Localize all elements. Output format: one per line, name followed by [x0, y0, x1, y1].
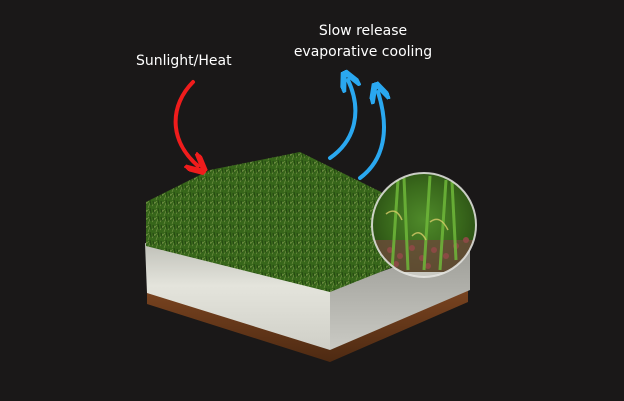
soil-layer: [147, 288, 468, 362]
cooling-arrow-left: [328, 80, 355, 160]
heat-arrow: [173, 80, 198, 166]
evaporative-cooling-label: Slow release evaporative cooling: [293, 21, 433, 63]
cooling-arrow-right: [358, 92, 384, 180]
cooling-label-line1: Slow release: [318, 23, 408, 39]
sunlight-heat-label: Sunlight/Heat: [136, 53, 232, 69]
cooling-label-line2: evaporative cooling: [293, 44, 433, 60]
